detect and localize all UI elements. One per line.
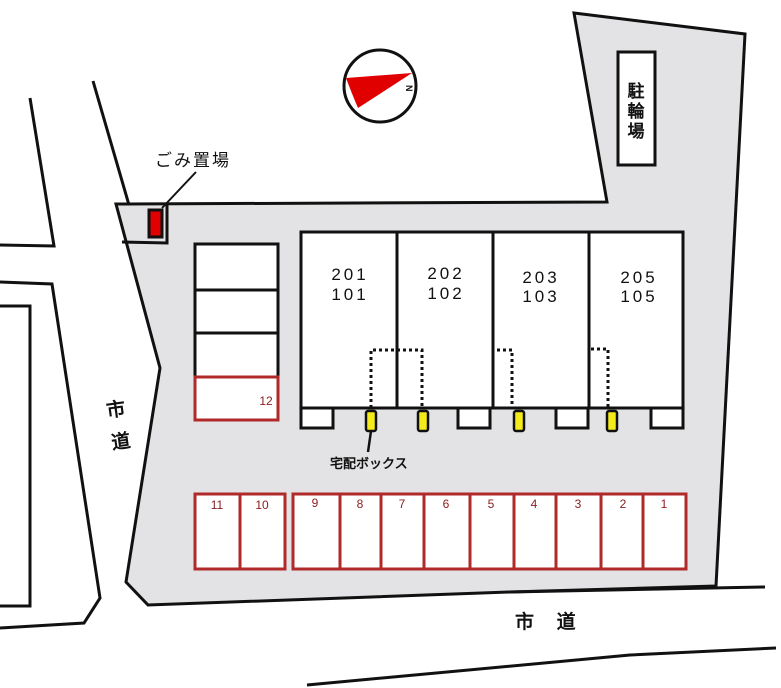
delivery-box — [512, 409, 526, 433]
garbage-label: ごみ置場 — [155, 151, 231, 171]
side-parking-stack: 12 — [193, 242, 280, 422]
south-road-north-edge — [509, 585, 766, 594]
apartment-building: 201 101 202 102 203 103 205 105 — [299, 230, 685, 430]
parking-number: 6 — [443, 497, 450, 511]
parking-number: 10 — [255, 498, 269, 512]
bicycle-parking-label-3: 場 — [628, 122, 645, 142]
delivery-box — [416, 409, 430, 433]
parking-number: 2 — [620, 497, 627, 511]
parking-number: 12 — [259, 394, 273, 408]
south-road-south-edge — [306, 646, 777, 687]
bicycle-parking-label: 駐 — [628, 81, 645, 102]
parking-number: 9 — [312, 496, 319, 510]
unit-202-102: 202 102 — [427, 264, 464, 303]
west-boundary-line — [91, 80, 131, 206]
unit-lower: 103 — [522, 287, 559, 306]
north-arrow-icon: N — [342, 48, 418, 124]
unit-201-101: 201 101 — [331, 265, 368, 304]
parking-number: 11 — [211, 498, 224, 512]
parking-number: 7 — [399, 497, 406, 511]
unit-203-103: 203 103 — [522, 268, 559, 306]
delivery-box — [364, 409, 378, 433]
west-road-label-2: 道 — [110, 429, 132, 454]
parking-space-12 — [193, 375, 280, 422]
parking-number: 1 — [661, 497, 668, 511]
compass-label: N — [404, 85, 414, 92]
unit-lower: 105 — [620, 287, 657, 306]
unit-lower: 101 — [331, 285, 368, 304]
parking-row — [193, 492, 688, 571]
unit-205-105: 205 105 — [620, 268, 657, 306]
parking-numbers: 11 10 9 8 7 6 5 4 3 2 1 — [211, 496, 668, 512]
delivery-boxes — [364, 409, 619, 433]
west-road-label: 市 — [105, 397, 127, 422]
garbage-bin — [147, 208, 164, 239]
unit-upper: 202 — [427, 264, 464, 283]
parking-number: 8 — [357, 497, 364, 511]
unit-upper: 201 — [331, 265, 368, 284]
parking-number: 3 — [575, 497, 582, 511]
bicycle-parking: 駐 輪 場 — [616, 50, 657, 167]
south-road-label: 市 道 — [515, 610, 584, 633]
delivery-box-label: 宅配ボックス — [330, 456, 408, 472]
garbage-area: ごみ置場 — [121, 151, 231, 245]
unit-lower: 102 — [427, 284, 464, 303]
unit-upper: 205 — [620, 268, 657, 287]
bicycle-parking-label-2: 輪 — [628, 101, 646, 122]
unit-upper: 203 — [522, 268, 559, 287]
parking-number: 4 — [531, 497, 538, 511]
parking-number: 5 — [488, 497, 495, 511]
delivery-box — [605, 409, 619, 433]
neighbor-parcel — [0, 97, 102, 630]
